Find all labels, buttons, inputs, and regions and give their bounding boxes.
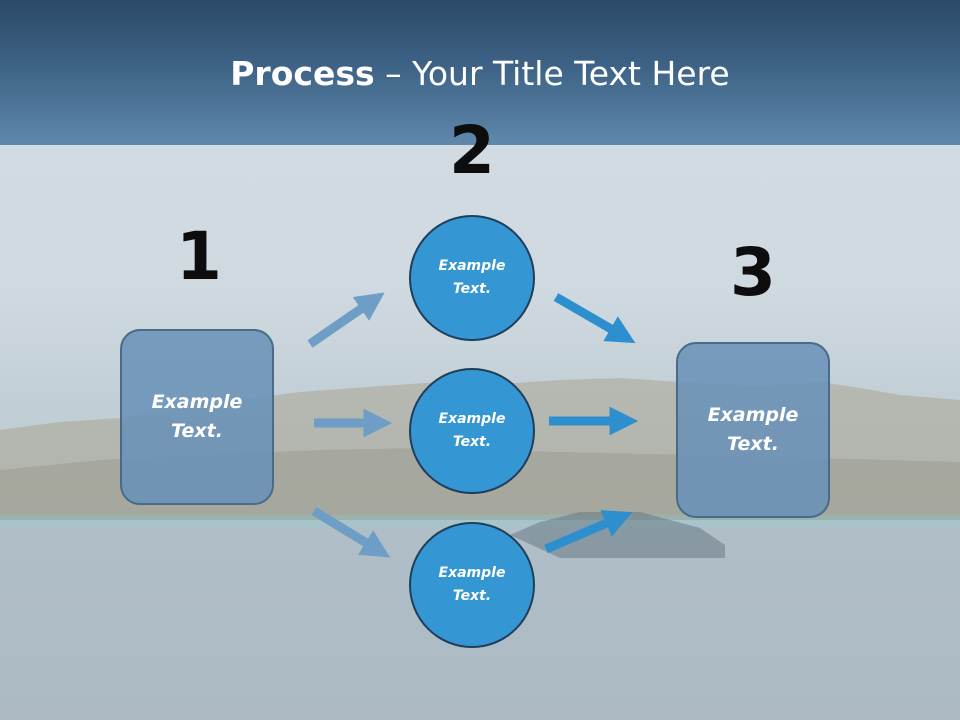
step-3-number: 3 — [730, 234, 776, 311]
step-2-number: 2 — [449, 112, 495, 189]
title-header — [0, 0, 960, 145]
title-rest: – Your Title Text Here — [374, 54, 730, 93]
arrow-1-to-2-top — [307, 292, 385, 348]
arrow-2-top-to-3 — [553, 293, 636, 344]
title-bold: Process — [230, 54, 375, 93]
step-1-number: 1 — [176, 218, 222, 295]
arrow-2-bottom-to-3 — [544, 510, 633, 554]
arrow-1-to-2-bottom — [311, 507, 391, 558]
slide-title: Process – Your Title Text Here — [0, 52, 960, 96]
